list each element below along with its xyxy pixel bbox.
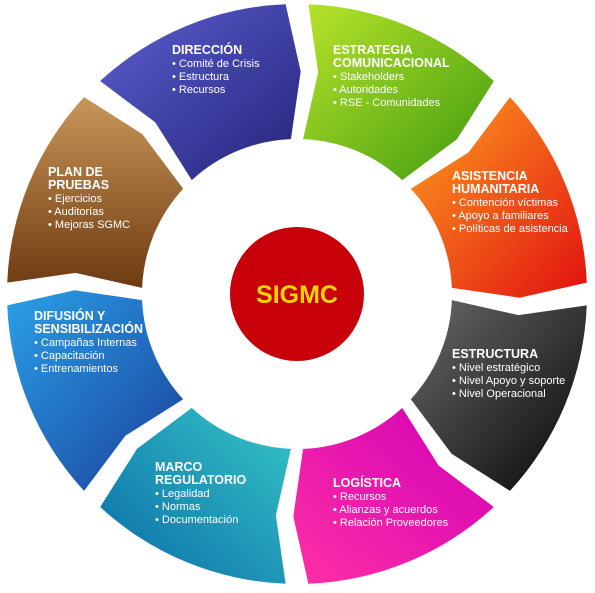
segment-item-difusion: • Campañas Internas [34,337,137,349]
segment-item-estructura: • Nivel Operacional [452,388,546,400]
segment-title-estrategia: ESTRATEGIA [333,43,413,57]
segment-item-estructura: • Nivel estratégico [452,362,540,374]
segment-title-logistica: LOGÍSTICA [333,475,401,490]
segment-title-asistencia: ASISTENCIA [452,169,528,183]
segment-item-plan: • Auditorías [48,206,104,218]
segment-item-asistencia: • Apoyo a familiares [452,210,549,222]
segment-item-asistencia: • Contención víctimas [452,197,558,209]
labels-layer: DIRECCIÓN• Comité de Crisis• Estructura•… [34,42,569,529]
segment-item-direccion: • Recursos [172,84,226,96]
segment-logistica [293,407,494,584]
segment-estructura [410,300,587,491]
segment-item-estrategia: • Stakeholders [333,71,405,83]
segment-item-direccion: • Estructura [172,71,230,83]
segment-title-marco: MARCO [155,460,202,474]
segment-item-marco: • Normas [155,501,201,513]
segment-title-plan: PRUEBAS [48,178,109,192]
segment-item-difusion: • Entrenamientos [34,363,118,375]
segment-item-logistica: • Alianzas y acuerdos [333,504,438,516]
segment-item-difusion: • Capacitación [34,350,105,362]
segment-title-direccion: DIRECCIÓN [172,42,242,57]
segment-direccion [100,4,301,181]
segment-item-plan: • Mejoras SGMC [48,219,130,231]
segment-item-marco: • Documentación [155,514,238,526]
segment-title-estructura: ESTRUCTURA [452,347,538,361]
segment-item-direccion: • Comité de Crisis [172,58,260,70]
segment-title-plan: PLAN DE [48,165,103,179]
segment-item-asistencia: • Políticas de asistencia [452,223,569,235]
segment-title-marco: REGULATORIO [155,473,246,487]
center-circle [230,227,364,361]
segment-asistencia [410,97,587,298]
segments-layer [7,4,587,584]
segment-item-estructura: • Nivel Apoyo y soporte [452,375,565,387]
segment-title-asistencia: HUMANITARIA [452,182,539,196]
segment-title-estrategia: COMUNICACIONAL [333,56,450,70]
center-label: SIGMC [256,281,338,309]
segment-title-difusion: SENSIBILIZACIÓN [34,321,143,336]
segment-item-logistica: • Recursos [333,491,387,503]
segment-difusion [7,290,184,491]
segment-plan [7,97,184,288]
segment-item-estrategia: • RSE - Comunidades [333,97,441,109]
segment-item-estrategia: • Autoridades [333,84,399,96]
segment-marco [100,407,291,584]
segment-estrategia [303,4,494,181]
segment-item-plan: • Ejercicios [48,193,102,205]
segment-title-difusion: DIFUSIÓN Y [34,308,106,323]
segment-item-logistica: • Relación Proveedores [333,517,449,529]
segment-item-marco: • Legalidad [155,488,210,500]
